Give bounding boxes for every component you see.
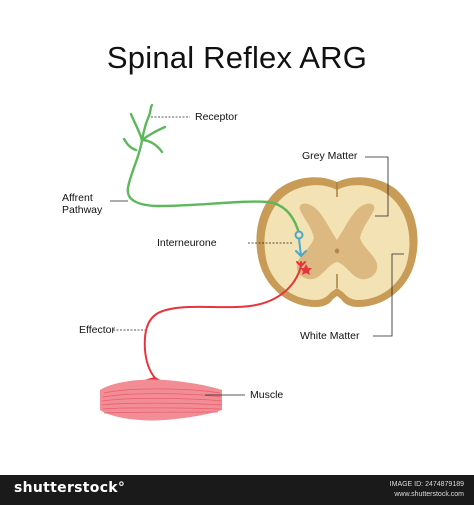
receptor-label: Receptor [195, 111, 238, 123]
receptor-branch [140, 125, 167, 142]
afferent-pathway-label: Affrent Pathway [62, 192, 102, 216]
grey-matter [296, 203, 378, 280]
leader-lines [110, 116, 404, 396]
image-id: IMAGE ID: 2474879189 [389, 481, 464, 488]
spinal-cord-cross-section [256, 177, 418, 307]
receptor-branch [129, 112, 144, 142]
white-matter-leader [373, 253, 404, 337]
logo-mark-icon: ° [117, 480, 126, 496]
site-url: www.shutterstock.com [394, 491, 464, 498]
footer-bar: shutterstock° IMAGE ID: 2474879189 www.s… [0, 475, 474, 505]
muscle-label: Muscle [250, 389, 284, 401]
grey-matter-label: Grey Matter [302, 150, 358, 162]
afferent-label-line2: Pathway [62, 204, 103, 216]
muscle [100, 379, 223, 421]
reflex-arc-diagram [100, 103, 418, 421]
efferent-nerve [143, 265, 302, 379]
interneurone-star [300, 264, 312, 275]
interneurone-axon [298, 238, 302, 257]
page-title: Spinal Reflex ARG [106, 40, 368, 75]
white-matter-label: White Matter [300, 330, 360, 342]
receptor-branch [140, 114, 151, 142]
muscle-fibers [101, 388, 223, 414]
effector-label: Effector [79, 324, 115, 336]
brand-text: shutterstock [14, 480, 118, 496]
receptor-branch [122, 137, 138, 152]
shutterstock-logo: shutterstock° [14, 480, 125, 496]
receptor-branch [147, 103, 154, 118]
interneurone-terminal [295, 250, 307, 257]
central-canal [334, 248, 340, 254]
afferent-label-line1: Affrent [62, 192, 93, 204]
interneurone-label: Interneurone [157, 237, 217, 249]
grey-matter-leader [365, 156, 389, 217]
receptor-branch [140, 138, 164, 154]
afferent-pathway [122, 103, 300, 232]
afferent-nerve [126, 138, 300, 232]
interneurone [294, 230, 307, 257]
